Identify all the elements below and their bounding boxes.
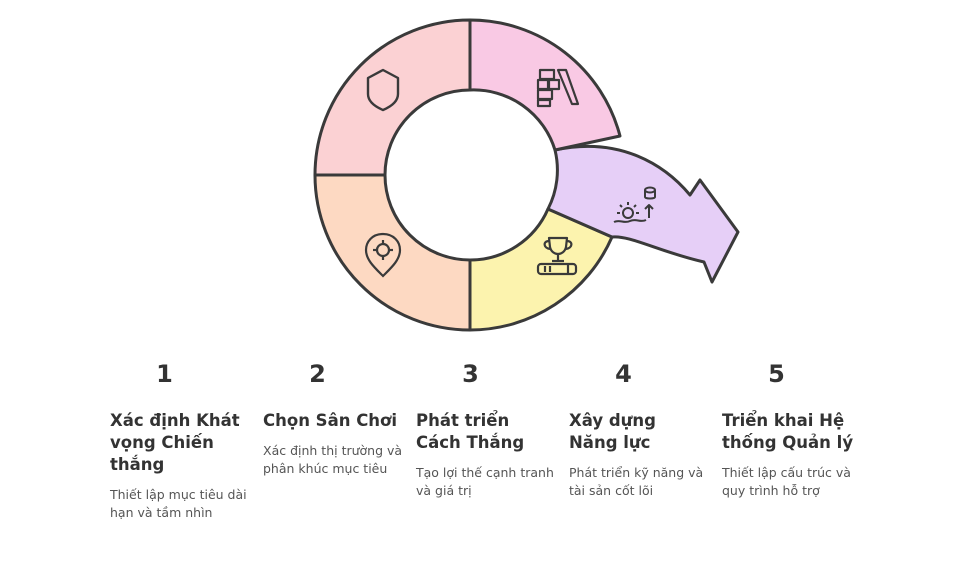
step-description: Xác định thị trường và phân khúc mục tiê… <box>263 443 403 476</box>
step-1: 1 Xác định Khát vọng Chiến thắng Thiết l… <box>110 360 250 521</box>
step-description: Thiết lập mục tiêu dài hạn và tầm nhìn <box>110 487 247 520</box>
database-gear-icon <box>613 186 656 223</box>
step-number: 2 <box>309 360 327 388</box>
target-pin-icon <box>364 232 402 278</box>
trophy-icon <box>536 236 578 276</box>
step-description: Tạo lợi thế cạnh tranh và giá trị <box>416 465 554 498</box>
step-4: 4 Xây dựng Năng lực Phát triển kỹ năng v… <box>569 360 709 499</box>
shield-icon <box>366 68 400 112</box>
step-number: 5 <box>768 360 786 388</box>
step-title: Xây dựng Năng lực <box>569 411 656 452</box>
cycle-segment-4 <box>468 18 622 152</box>
cycle-segment-2 <box>313 173 472 332</box>
step-2: 2 Chọn Sân Chơi Xác định thị trường và p… <box>263 360 403 477</box>
step-title: Xác định Khát vọng Chiến thắng <box>110 411 240 474</box>
step-title: Chọn Sân Chơi <box>263 411 398 430</box>
step-title: Phát triển Cách Thắng <box>416 411 525 452</box>
cycle-segment-5-arrow <box>546 144 740 284</box>
step-3: 3 Phát triển Cách Thắng Tạo lợi thế cạnh… <box>416 360 556 499</box>
step-5: 5 Triển khai Hệ thống Quản lý Thiết lập … <box>722 360 862 499</box>
building-blocks-icon <box>536 68 580 108</box>
cycle-segment-1 <box>313 18 472 177</box>
step-title: Triển khai Hệ thống Quản lý <box>722 411 854 452</box>
step-number: 4 <box>615 360 633 388</box>
step-description: Phát triển kỹ năng và tài sản cốt lõi <box>569 465 704 498</box>
step-number: 3 <box>462 360 480 388</box>
cycle-segment-3 <box>468 207 614 332</box>
step-number: 1 <box>156 360 174 388</box>
step-description: Thiết lập cấu trúc và quy trình hỗ trợ <box>722 465 851 498</box>
